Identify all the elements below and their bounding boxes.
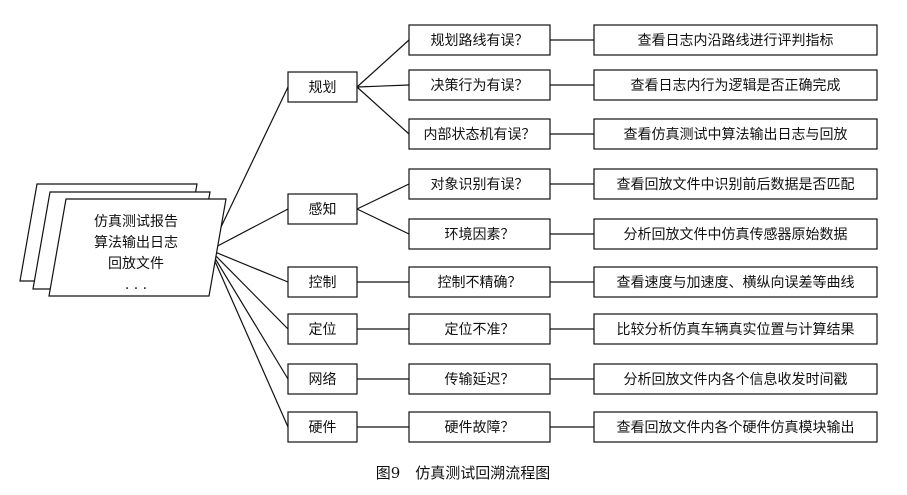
category-label-3: 定位: [309, 322, 337, 338]
question-box-1-0: [408, 168, 551, 200]
action-label-5-0: 查看回放文件内各个硬件仿真模块输出: [617, 420, 855, 436]
question-box-0-2: [408, 118, 551, 150]
action-box-0-0: [593, 24, 878, 56]
category-box-2: [287, 266, 358, 298]
source-documents: 仿真测试报告 算法输出日志 回放文件 . . .: [19, 183, 227, 297]
question-label-0-1: 决策行为有误？: [431, 77, 529, 94]
category-box-3: [287, 313, 358, 345]
action-label-1-1: 分析回放文件中仿真传感器原始数据: [624, 226, 848, 243]
branch-line-1: [209, 208, 289, 251]
category-box-1: [287, 193, 358, 225]
question-label-4-0: 传输延迟？: [445, 372, 515, 388]
branch-line-0: [209, 86, 289, 251]
branch-line-2: [209, 249, 289, 283]
question-box-0-0: [408, 24, 551, 56]
action-label-0-0: 查看日志内沿路线进行评判指标: [638, 33, 834, 49]
question-label-2-0: 控制不精确？: [438, 275, 522, 291]
action-label-0-2: 查看仿真测试中算法输出日志与回放: [624, 127, 848, 143]
question-label-0-0: 规划路线有误？: [431, 33, 529, 49]
action-label-2-0: 查看速度与加速度、横纵向误差等曲线: [617, 274, 855, 291]
action-box-5-0: [593, 411, 878, 443]
question-box-4-0: [408, 363, 551, 395]
question-label-3-0: 定位不准？: [445, 322, 515, 338]
question-box-2-0: [408, 266, 551, 298]
figure-caption: 图9 仿真测试回溯流程图: [376, 464, 551, 482]
category-label-0: 规划: [309, 80, 337, 96]
question-label-1-1: 环境因素？: [445, 227, 515, 243]
question-label-5-0: 硬件故障？: [445, 420, 515, 436]
source-line-3: 回放文件: [108, 256, 164, 272]
source-line-4: . . .: [125, 277, 147, 293]
action-box-4-0: [593, 363, 878, 395]
action-label-3-0: 比较分析仿真车辆真实位置与计算结果: [617, 321, 855, 338]
branch-line-3: [209, 249, 289, 330]
branch-line-5: [209, 249, 289, 428]
action-box-0-1: [593, 69, 878, 101]
question-link-0-2: [356, 86, 410, 135]
source-line-2: 算法输出日志: [94, 235, 178, 251]
action-label-0-1: 查看日志内行为逻辑是否正确完成: [631, 78, 841, 94]
category-label-2: 控制: [309, 275, 337, 291]
category-label-1: 感知: [309, 201, 337, 218]
connector-lines: [209, 39, 594, 428]
category-label-4: 网络: [309, 372, 337, 388]
question-box-0-1: [408, 69, 551, 101]
question-link-1-0: [356, 183, 410, 210]
action-box-2-0: [593, 266, 878, 298]
source-doc-front: [48, 198, 227, 297]
question-box-3-0: [408, 313, 551, 345]
question-link-0-1: [356, 84, 410, 88]
category-label-5: 硬件: [309, 420, 337, 436]
action-box-3-0: [593, 313, 878, 345]
question-box-5-0: [408, 411, 551, 443]
question-link-1-1: [356, 208, 410, 235]
question-box-1-1: [408, 218, 551, 250]
branch-line-4: [209, 249, 289, 380]
action-label-4-0: 分析回放文件内各个信息收发时间戳: [624, 371, 848, 388]
question-label-0-2: 内部状态机有误？: [424, 127, 536, 143]
action-box-0-2: [593, 118, 878, 150]
source-line-1: 仿真测试报告: [94, 214, 178, 230]
category-box-4: [287, 363, 358, 395]
question-link-0-0: [356, 39, 410, 88]
action-box-1-0: [593, 168, 878, 200]
action-box-1-1: [593, 218, 878, 250]
question-label-1-0: 对象识别有误？: [431, 177, 529, 193]
action-label-1-0: 查看回放文件中识别前后数据是否匹配: [617, 176, 855, 193]
category-box-0: [287, 71, 358, 103]
category-box-5: [287, 411, 358, 443]
